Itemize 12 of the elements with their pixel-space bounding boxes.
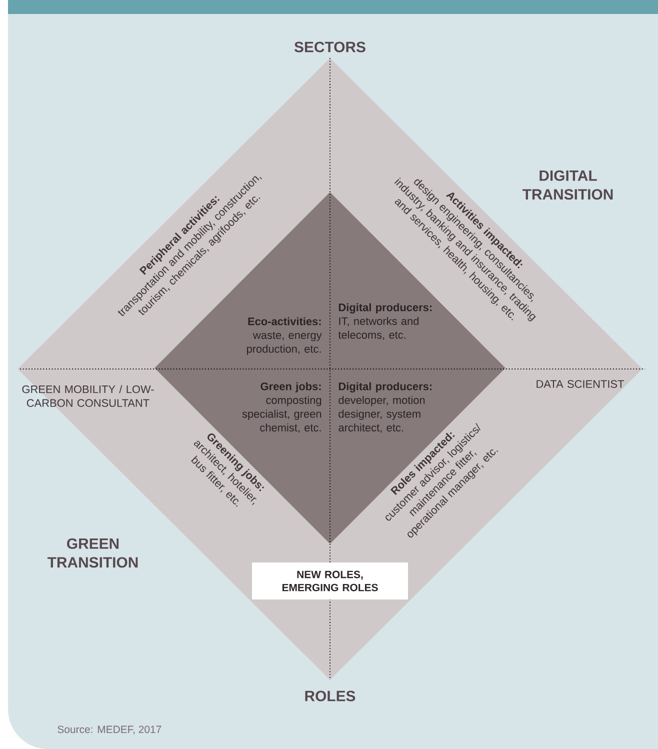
axis-label: ROLES (305, 690, 356, 702)
category-description: Eco-activities: waste, energy production, etc. (246, 317, 322, 355)
role-label: GREEN MOBILITY / LOW-CARBON CONSULTANT (22, 385, 154, 407)
category-description: Digital producers: developer, motion designer, system architect, etc. (338, 382, 432, 433)
category-description: Digital producers: IT, networks and telecoms, etc. (338, 303, 432, 340)
axis-label: SECTORS (294, 42, 366, 52)
highlight-box: NEW ROLES, EMERGING ROLES (252, 562, 408, 600)
axis-label: GREEN TRANSITION (48, 538, 138, 568)
category-description: Green jobs: composting specialist, green chemist, etc. (242, 382, 322, 433)
source-note: Source: MEDEF, 2017 (58, 726, 162, 734)
axis-label: DIGITAL TRANSITION (522, 170, 613, 200)
role-label: DATA SCIENTIST (536, 380, 624, 388)
